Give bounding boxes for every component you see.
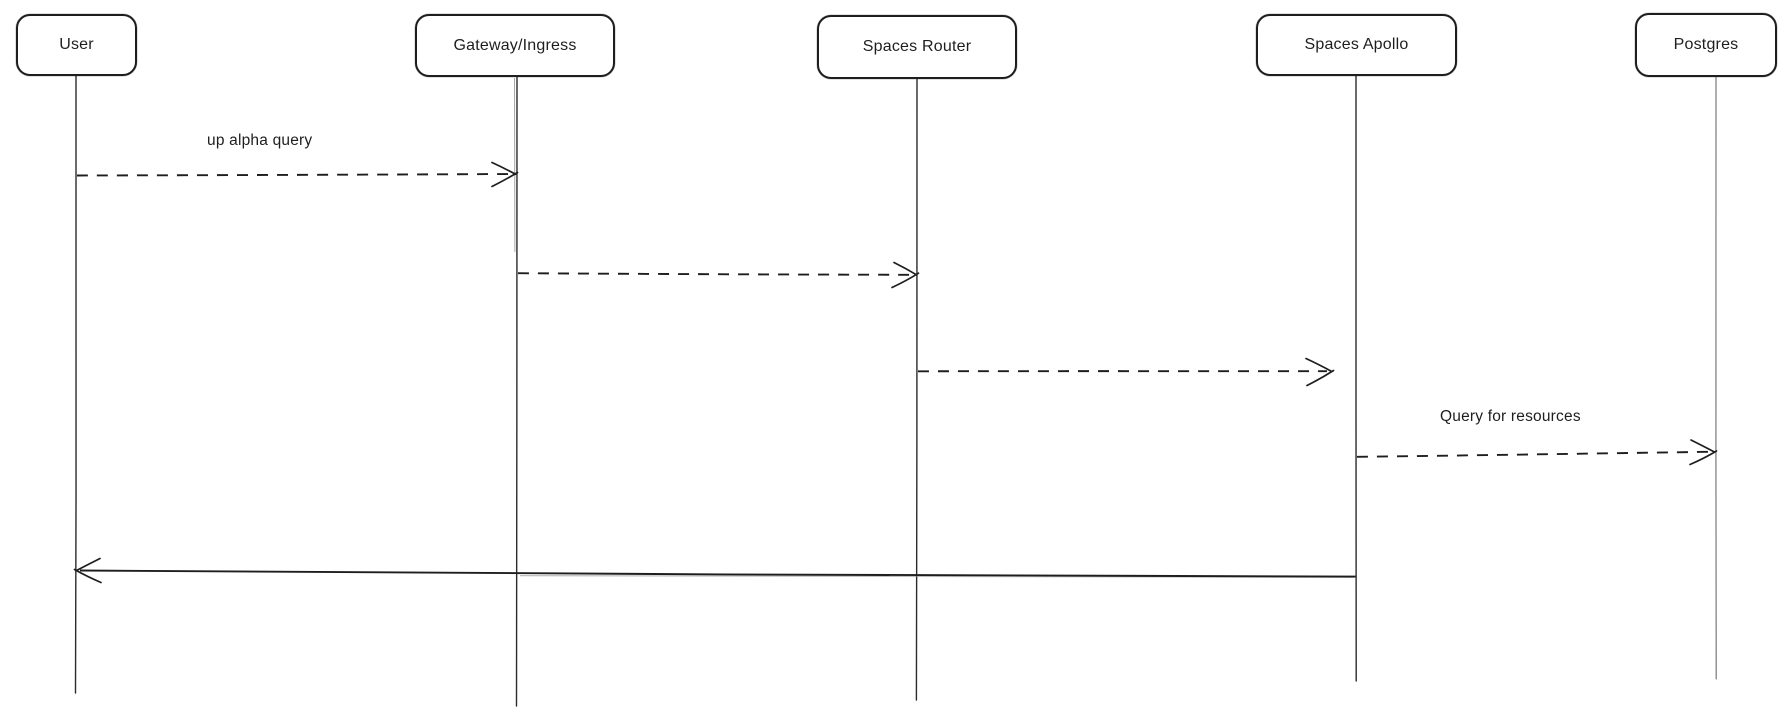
message-arrow-4[interactable] xyxy=(1356,439,1718,466)
message-arrow-2[interactable] xyxy=(517,261,920,289)
message-label-up-alpha-query: up alpha query xyxy=(207,132,313,149)
actor-label-postgres: Postgres xyxy=(1673,36,1739,53)
return-arrow[interactable] xyxy=(73,557,1356,584)
message-arrow-3[interactable] xyxy=(917,357,1335,387)
actor-box-spaces-router[interactable]: Spaces Router xyxy=(817,15,1017,79)
actor-label-user: User xyxy=(59,36,94,53)
actor-box-gateway-ingress[interactable]: Gateway/Ingress xyxy=(415,14,615,77)
actor-label-spaces-apollo: Spaces Apollo xyxy=(1304,36,1409,53)
actor-box-postgres[interactable]: Postgres xyxy=(1635,13,1777,77)
message-label-query-for-resources: Query for resources xyxy=(1440,408,1581,425)
message-arrow-1[interactable] xyxy=(76,161,519,188)
actor-label-spaces-router: Spaces Router xyxy=(862,38,972,55)
actor-label-gateway-ingress: Gateway/Ingress xyxy=(453,36,577,54)
actor-box-user[interactable]: User xyxy=(16,14,137,76)
actor-box-spaces-apollo[interactable]: Spaces Apollo xyxy=(1256,14,1457,76)
lifeline-user xyxy=(74,73,77,694)
lifeline-gateway-ingress xyxy=(515,74,518,707)
lifeline-spaces-router xyxy=(915,76,918,701)
